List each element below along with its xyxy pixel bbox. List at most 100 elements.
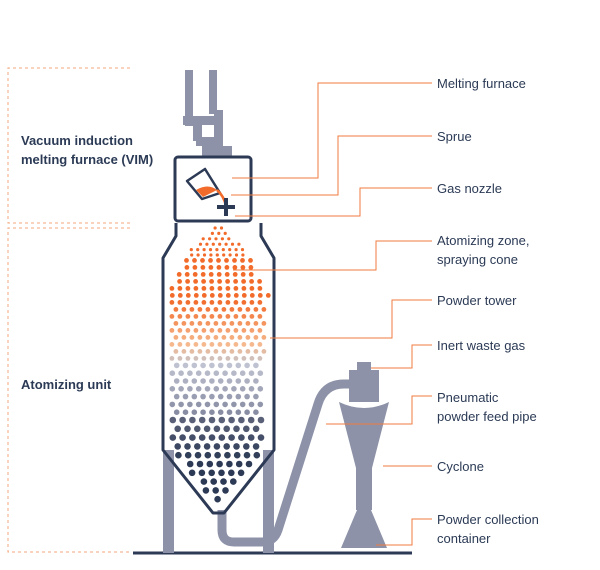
- powder-particle: [225, 286, 231, 291]
- powder-particle: [175, 451, 182, 459]
- atomizing-section-bracket: [7, 227, 130, 553]
- powder-particle: [177, 279, 183, 284]
- powder-particle: [215, 253, 219, 257]
- callout-leaders: [231, 82, 432, 546]
- powder-particle: [253, 362, 259, 369]
- leader-pneumatic-feed-pipe: [326, 395, 432, 425]
- powder-particle: [219, 226, 224, 230]
- powder-particle: [187, 386, 193, 392]
- powder-particle: [229, 321, 235, 326]
- powder-particle: [205, 335, 211, 340]
- powder-particle: [247, 434, 255, 441]
- powder-particle: [191, 409, 198, 416]
- powder-particle: [237, 335, 243, 340]
- powder-particle: [209, 378, 215, 384]
- powder-particle: [253, 378, 259, 384]
- powder-particle: [221, 335, 227, 340]
- powder-particle: [186, 460, 194, 468]
- powder-particle: [248, 272, 254, 277]
- powder-particle: [228, 416, 235, 424]
- powder-particle: [181, 321, 187, 326]
- powder-particle: [173, 378, 180, 384]
- powder-particle: [217, 356, 223, 361]
- powder-particle: [189, 416, 196, 424]
- vim-section-label: Vacuum induction melting furnace (VIM): [21, 133, 154, 167]
- powder-particle: [240, 258, 245, 263]
- powder-particle: [247, 416, 255, 424]
- powder-particle: [208, 248, 213, 252]
- atomizing-unit-label: Atomizing unit: [21, 377, 112, 392]
- powder-particle: [244, 409, 250, 416]
- powder-particle: [198, 469, 206, 477]
- powder-particle: [257, 279, 262, 284]
- powder-particle: [223, 443, 230, 450]
- molten-metal: [196, 186, 217, 197]
- powder-particle: [221, 349, 227, 354]
- pneumatic-feed-pipe: [217, 379, 352, 547]
- powder-particle: [181, 307, 187, 312]
- powder-particle: [216, 258, 221, 263]
- powder-particle: [217, 300, 223, 305]
- cyclone-cone: [339, 402, 389, 468]
- powder-particle: [265, 293, 271, 298]
- powder-particle: [205, 349, 211, 354]
- powder-particle: [204, 451, 212, 459]
- powder-particle: [213, 307, 219, 312]
- powder-particle: [201, 279, 207, 284]
- leader-inert-waste-gas: [371, 344, 432, 369]
- powder-particle: [209, 286, 215, 291]
- powder-particle: [239, 370, 246, 377]
- label-atomizing-zone: Atomizing zone, spraying cone: [437, 233, 530, 267]
- powder-particle: [174, 443, 181, 450]
- powder-particle: [224, 242, 228, 246]
- powder-particle: [193, 314, 199, 319]
- powder-particle: [200, 409, 206, 416]
- powder-particle: [185, 314, 191, 319]
- powder-particle: [243, 425, 250, 433]
- powder-particle: [248, 265, 254, 270]
- powder-particle: [192, 272, 198, 277]
- powder-particle: [226, 378, 233, 384]
- powder-particle: [228, 469, 235, 477]
- powder-particle: [214, 451, 221, 459]
- powder-particle: [231, 370, 237, 377]
- nozzle-stem: [224, 198, 228, 216]
- powder-particle: [213, 335, 219, 340]
- powder-particle: [193, 342, 199, 347]
- powder-particle: [201, 356, 207, 361]
- powder-particle: [201, 300, 207, 305]
- powder-particle: [221, 321, 227, 326]
- leader-sprue: [231, 135, 432, 196]
- powder-particle: [235, 409, 242, 416]
- powder-particle: [257, 416, 265, 424]
- powder-particle: [261, 307, 267, 312]
- powder-particle: [257, 401, 264, 408]
- leader-gas-nozzle: [235, 187, 432, 217]
- powder-particle: [184, 425, 191, 433]
- powder-particle: [245, 307, 251, 312]
- powder-particle: [232, 272, 238, 277]
- cyclone-top-cylinder: [349, 370, 379, 402]
- powder-particle: [253, 393, 259, 400]
- powder-particle: [225, 356, 231, 361]
- cyclone-neck: [356, 466, 372, 510]
- powder-particle: [253, 321, 259, 326]
- powder-particle: [257, 293, 263, 298]
- powder-particle: [224, 265, 230, 270]
- powder-particle: [177, 356, 183, 361]
- powder-particle: [209, 356, 215, 361]
- powder-particle: [210, 478, 217, 485]
- powder-particle: [193, 328, 199, 333]
- powder-particle: [209, 300, 215, 305]
- label-gas-nozzle: Gas nozzle: [437, 181, 503, 196]
- powder-particle: [169, 314, 175, 319]
- powder-particle: [198, 242, 203, 246]
- powder-particle: [218, 434, 226, 441]
- powder-particle: [208, 272, 214, 277]
- powder-particle: [216, 460, 223, 468]
- powder-particle: [209, 342, 215, 347]
- powder-particle: [185, 328, 191, 333]
- powder-particle: [257, 370, 264, 377]
- powder-particle: [179, 434, 186, 441]
- powder-particle: [244, 362, 250, 369]
